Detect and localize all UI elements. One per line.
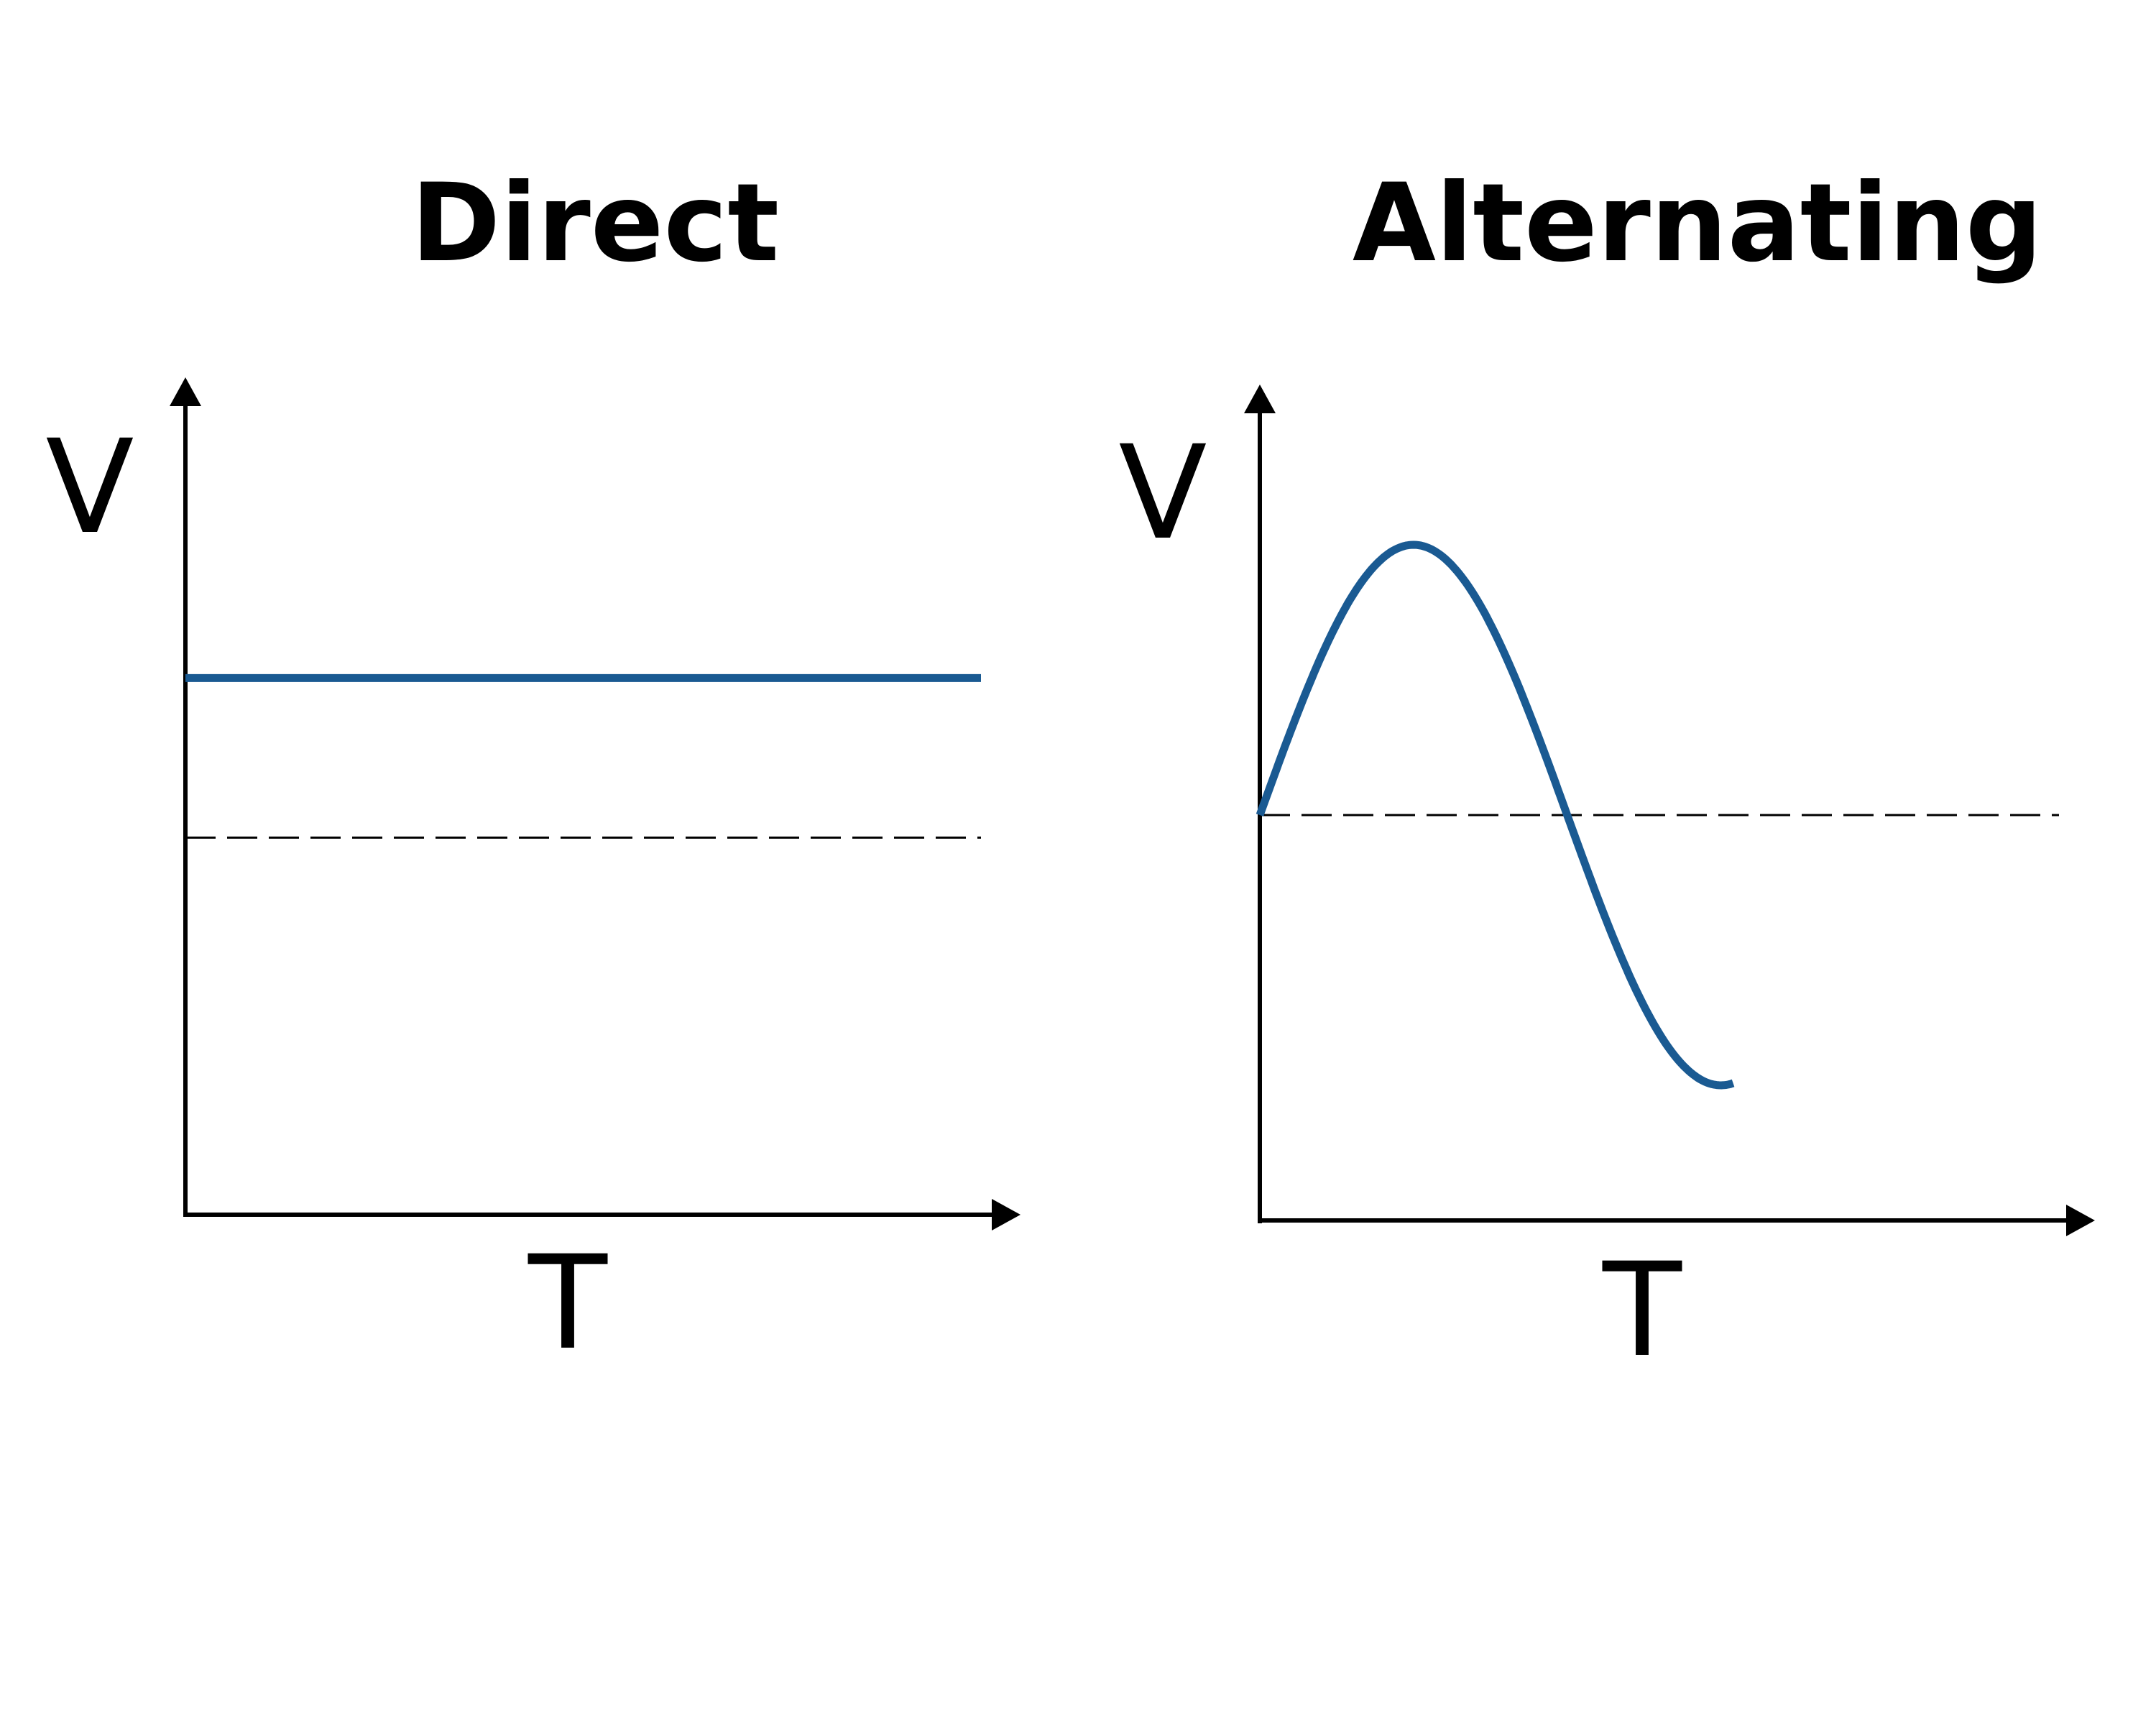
direct-chart: Direct V T — [45, 161, 1021, 1379]
alternating-x-axis-arrow-icon — [2066, 1205, 2095, 1236]
alternating-y-axis-label: V — [1118, 418, 1207, 569]
direct-y-axis-label: V — [45, 413, 134, 563]
direct-title: Direct — [411, 161, 779, 286]
alternating-x-axis-label: T — [1602, 1236, 1682, 1386]
direct-x-axis-arrow-icon — [992, 1199, 1021, 1230]
alternating-series-line — [1256, 540, 1735, 1090]
alternating-title: Alternating — [1353, 161, 2042, 286]
alternating-y-axis-arrow-icon — [1244, 385, 1276, 413]
direct-y-axis-arrow-icon — [170, 377, 201, 406]
alternating-chart: Alternating V T — [1118, 161, 2095, 1386]
direct-x-axis-label: T — [528, 1228, 608, 1379]
